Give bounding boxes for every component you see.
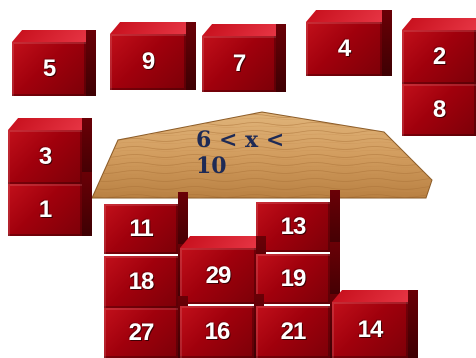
block-label: 16 <box>180 306 254 358</box>
inequality-condition: 6 < x < 10 <box>196 138 316 168</box>
number-block-1[interactable]: 1 <box>8 172 92 236</box>
number-block-7[interactable]: 7 <box>202 24 286 92</box>
block-label: 21 <box>256 306 330 358</box>
number-block-14[interactable]: 14 <box>332 290 418 358</box>
block-label: 1 <box>8 184 82 236</box>
block-label: 4 <box>306 22 382 76</box>
number-block-5[interactable]: 5 <box>12 30 96 96</box>
number-block-16[interactable]: 16 <box>180 294 264 358</box>
block-label: 8 <box>402 84 476 136</box>
number-block-9[interactable]: 9 <box>110 22 196 90</box>
number-block-4[interactable]: 4 <box>306 10 392 76</box>
block-label: 27 <box>104 308 178 358</box>
block-label: 9 <box>110 34 186 90</box>
number-block-27[interactable]: 27 <box>104 296 188 358</box>
number-block-8[interactable]: 8 <box>402 72 476 136</box>
block-label: 5 <box>12 42 86 96</box>
block-label: 14 <box>332 302 408 358</box>
block-label: 7 <box>202 36 276 92</box>
number-block-21[interactable]: 21 <box>256 294 340 358</box>
